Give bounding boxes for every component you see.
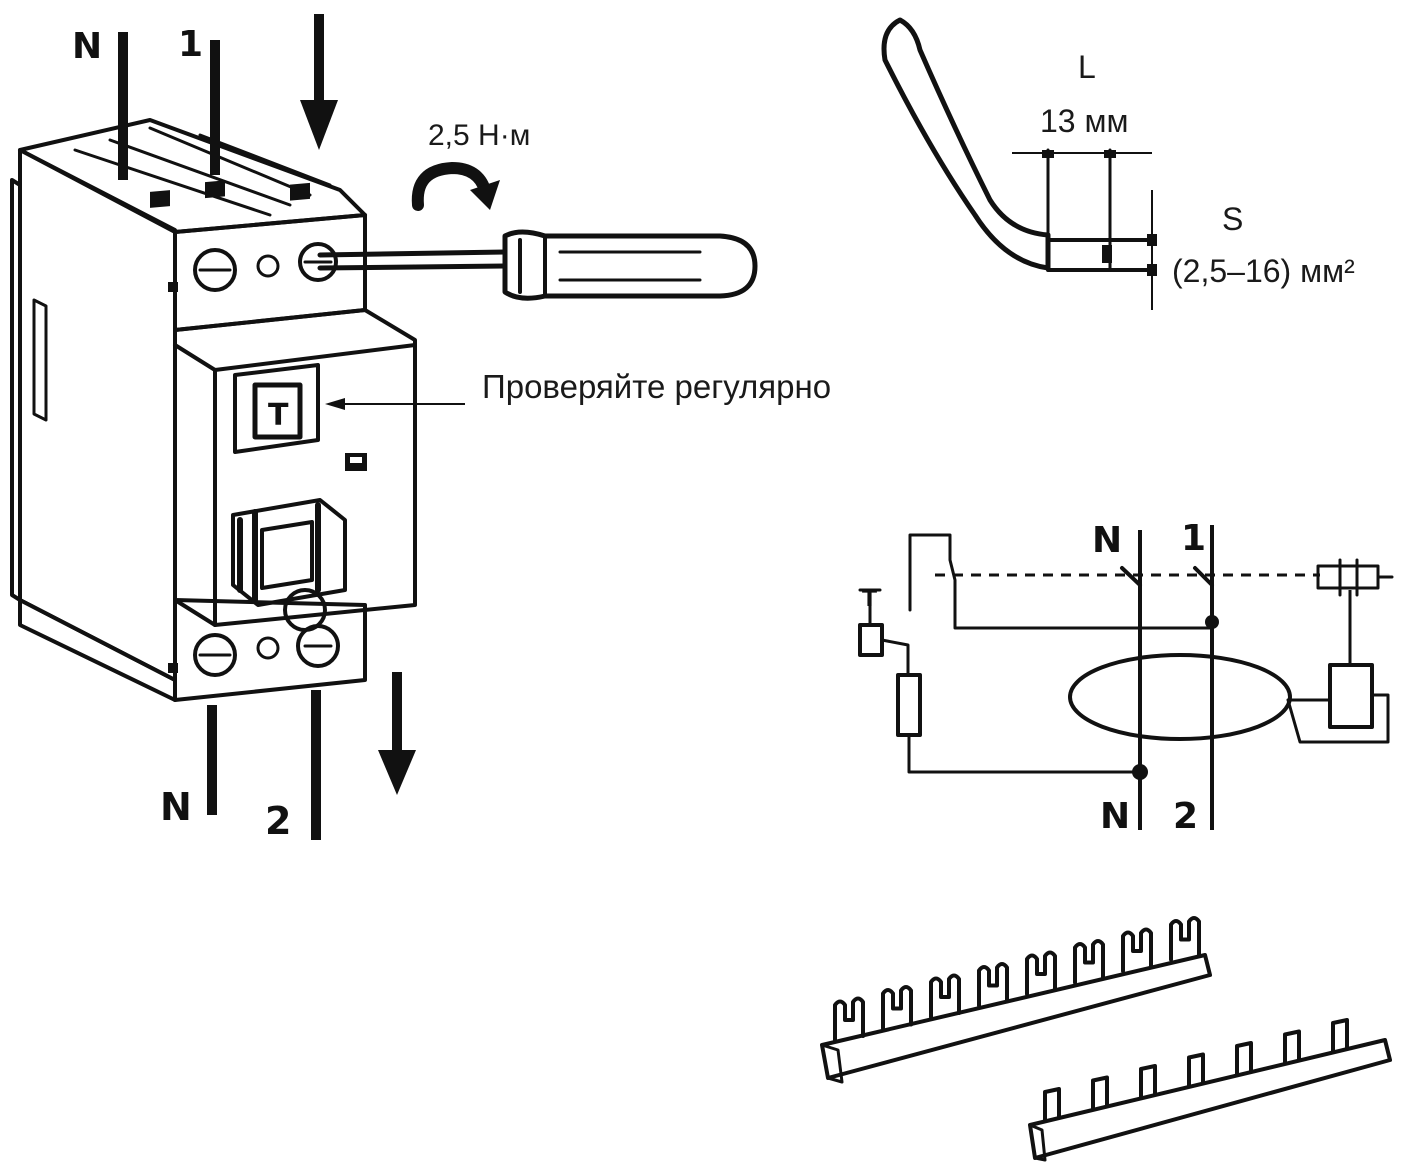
test-button[interactable]: T (233, 363, 320, 454)
busbar-fork-tooth (929, 973, 961, 1019)
output-wires (207, 690, 321, 840)
schematic-label-bottom-2: 2 (1173, 796, 1198, 837)
wire-strip-detail (881, 17, 1157, 310)
wire-section-value: (2,5–16) мм² (1172, 253, 1355, 289)
test-button-letter: T (268, 398, 289, 433)
device-left-side (18, 148, 177, 682)
torque-label: 2,5 Н·м (428, 119, 530, 152)
torque-arrow-icon (411, 162, 500, 211)
screwdriver-icon (317, 229, 758, 301)
busbar-pin-tooth (1187, 1052, 1205, 1088)
schematic-label-top-n: N (1092, 520, 1122, 561)
top-screws (193, 242, 338, 292)
current-transformer (1068, 653, 1292, 741)
test-resistor (896, 673, 922, 737)
terminal-label-top-1: 1 (178, 24, 203, 65)
device-front (173, 308, 417, 627)
busbar-pin-tooth (1283, 1029, 1301, 1065)
wire-length-symbol: L (1078, 49, 1096, 85)
test-note-label: Проверяйте регулярно (482, 368, 831, 405)
busbar-fork-tooth (977, 962, 1009, 1008)
busbar-pin-tooth (1139, 1064, 1157, 1099)
test-note-leader (325, 398, 465, 410)
toggle-lever[interactable] (231, 498, 347, 607)
busbar-pin-tooth (1331, 1018, 1349, 1053)
busbar-fork-tooth (833, 996, 865, 1042)
input-arrow (300, 14, 338, 150)
bottom-screws (193, 588, 340, 677)
schematic-test-label: T (862, 587, 877, 612)
busbar-pin-tooth (1235, 1041, 1253, 1076)
busbar-fork-icon (820, 916, 1212, 1084)
busbar-pin-tooth (1043, 1087, 1061, 1122)
busbar-pin-icon (1028, 1018, 1392, 1162)
busbar-fork-tooth (1025, 950, 1057, 996)
terminal-label-bottom-2: 2 (265, 799, 291, 843)
rcd-device: T (10, 118, 417, 702)
wire-length-value: 13 мм (1040, 103, 1128, 139)
busbar-pin-tooth (1091, 1075, 1109, 1111)
terminal-label-bottom-n: N (160, 785, 192, 829)
output-arrow (378, 672, 416, 795)
busbar-fork-tooth (881, 985, 913, 1031)
busbar-fork-tooth (1073, 939, 1105, 985)
trip-mechanism-icon (1286, 558, 1394, 744)
input-wires (118, 32, 220, 180)
schematic-label-bottom-n: N (1100, 796, 1130, 837)
busbar-fork-tooth (1169, 916, 1201, 962)
test-button-symbol (858, 588, 910, 677)
busbar-fork-tooth (1121, 927, 1153, 973)
rcd-schematic (858, 525, 1394, 830)
schematic-label-top-1: 1 (1181, 518, 1206, 559)
device-top (18, 118, 367, 234)
wire-section-symbol: S (1222, 201, 1243, 237)
terminal-label-top-n: N (72, 26, 102, 67)
